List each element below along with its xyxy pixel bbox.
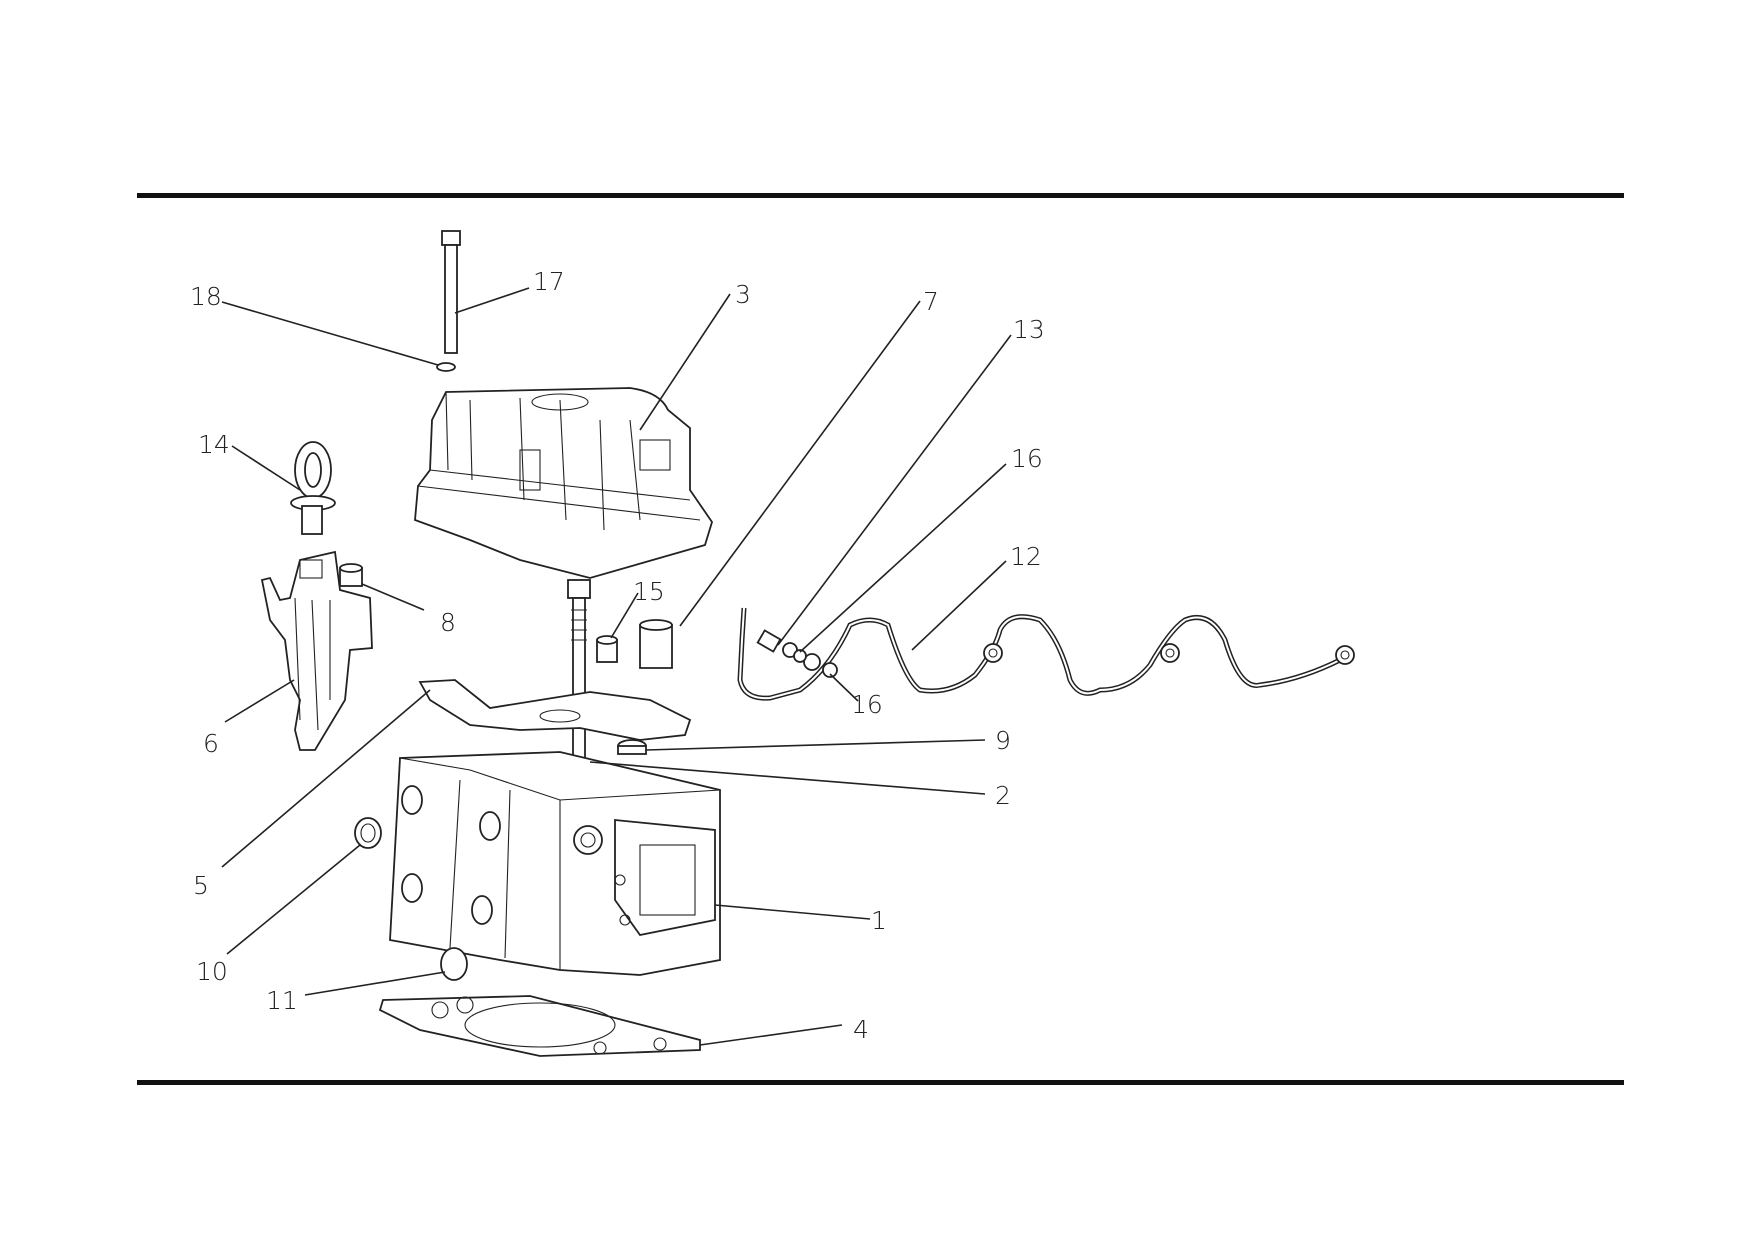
part-10-seal-ring [354,817,382,849]
part-8-nut [339,563,363,587]
leader-lines [221,287,1012,1046]
part-5-cover-gasket [418,679,692,741]
callout-10: 10 [196,957,228,986]
callout-2: 2 [995,781,1011,810]
callout-18: 18 [190,282,222,311]
callout-labels: 18 17 3 7 13 16 12 14 15 8 16 6 9 2 5 10… [190,267,1045,1044]
callout-7: 7 [923,287,939,316]
part-12-fuel-line [737,607,1355,701]
callout-9: 9 [995,726,1011,755]
callout-13: 13 [1013,315,1045,344]
callout-5: 5 [193,871,209,900]
callout-16-top: 16 [1011,444,1043,473]
part-9-plug [617,739,647,755]
callout-4: 4 [853,1015,869,1044]
callout-17: 17 [533,267,565,296]
part-16-washer-lower [822,662,838,678]
part-1-cylinder-head [389,751,721,976]
callout-16-bottom: 16 [851,690,883,719]
part-3-valve-cover [414,387,713,579]
callout-3: 3 [735,280,751,309]
callout-1: 1 [871,906,887,935]
callout-8: 8 [440,608,456,637]
callout-11: 11 [266,986,298,1015]
callout-15: 15 [633,577,665,606]
part-14-lifting-eye [290,441,336,535]
bottom-rule [137,1080,1624,1085]
part-17-bolt [441,230,461,354]
callout-12: 12 [1010,542,1042,571]
part-11-cup-plug [440,947,468,981]
callout-6: 6 [203,729,219,758]
part-15-sleeve [596,635,618,663]
callout-14: 14 [198,430,230,459]
part-18-washer [436,362,456,372]
part-6-rocker-bracket [260,550,373,751]
part-16-washer-upper [793,649,807,663]
part-4-head-gasket [378,995,701,1057]
part-7-cup [639,619,673,669]
top-rule [137,193,1624,198]
